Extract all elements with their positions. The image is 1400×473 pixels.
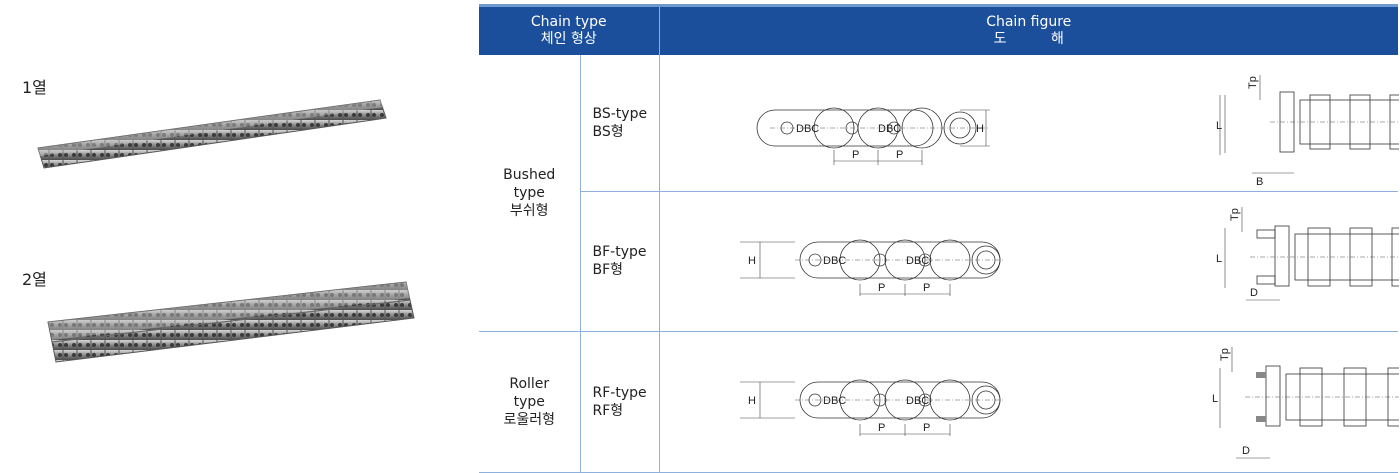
chain-photos xyxy=(37,99,415,363)
pitch-label: P xyxy=(878,422,885,434)
dbc-label: DBC xyxy=(906,255,929,267)
pitch-label: P xyxy=(923,422,930,434)
dbc-label: DBC xyxy=(906,395,929,407)
type-label-en: BF-type xyxy=(592,244,647,260)
length-label: L xyxy=(1212,393,1218,405)
type-label-ko: RF형 xyxy=(592,402,624,419)
rf-type-drawing: DBC DBC P P H xyxy=(739,346,1399,458)
chain-type-table: Chain type 체인 형상 Chain figure 도 해 Bushed… xyxy=(479,4,1399,473)
dbc-label: DBC xyxy=(823,255,846,267)
pitch-label: P xyxy=(878,282,885,294)
tp-label: Tp xyxy=(1229,208,1241,221)
bushed-type-group: Bushed type 부쉬형 xyxy=(479,55,581,332)
product-photo-panel: 1열 2열 xyxy=(0,0,478,472)
pitch-label: P xyxy=(852,149,859,161)
length-label: L xyxy=(1216,253,1222,265)
tp-label: Tp xyxy=(1247,76,1259,89)
table-row: BF-type BF형 DBC DBC xyxy=(479,191,1399,332)
type-label-en: RF-type xyxy=(592,384,647,401)
bf-type-drawing: DBC DBC P P H xyxy=(739,206,1399,300)
rf-type-cell: RF-type RF형 xyxy=(580,331,660,473)
dbc-label: DBC xyxy=(796,123,819,135)
type-label-ko: BF형 xyxy=(592,262,624,278)
type-label-en: BS-type xyxy=(592,105,648,122)
table-row: Roller type 로울러형 RF-type RF형 xyxy=(479,331,1399,473)
dbc-label: DBC xyxy=(823,395,846,407)
chain-type-header-en: Chain type xyxy=(530,14,607,30)
table-row: Bushed type 부쉬형 BS-type BS형 xyxy=(479,55,1399,332)
double-strand-label: 2열 xyxy=(22,270,47,289)
rf-top-view: Tp Tr L W D R xyxy=(1212,346,1399,458)
group-label-line: 부쉬형 xyxy=(509,202,549,219)
single-strand-label: 1열 xyxy=(22,78,47,97)
table-header-row: Chain type 체인 형상 Chain figure 도 해 xyxy=(479,4,1398,55)
bf-side-view: DBC DBC P P H xyxy=(739,239,1005,296)
bf-type-cell: BF-type BF형 xyxy=(580,191,660,332)
height-label: H xyxy=(748,255,756,267)
chain-figure-header-ko: 도 해 xyxy=(993,31,1064,47)
group-label-line: Roller xyxy=(509,375,550,392)
type-label-ko: BS형 xyxy=(592,123,624,140)
group-label-line: Bushed xyxy=(503,166,556,183)
b-label: B xyxy=(1256,176,1263,188)
d-label: D xyxy=(1242,445,1250,457)
height-label: H xyxy=(976,123,984,135)
group-label-line: type xyxy=(513,184,545,201)
rf-type-figure: DBC DBC P P H xyxy=(659,331,1399,473)
chain-type-header: Chain type 체인 형상 xyxy=(479,4,660,55)
double-strand-chain-photo xyxy=(47,281,415,363)
bs-type-drawing: DBC DBC P P H xyxy=(756,75,1399,188)
bs-type-figure: DBC DBC P P H xyxy=(659,55,1399,192)
bf-top-view: Tp Tr L W D B xyxy=(1216,206,1399,300)
bs-type-cell: BS-type BS형 xyxy=(580,55,660,192)
rf-side-view: DBC DBC P P H xyxy=(739,379,1005,436)
group-label-line: 로울러형 xyxy=(503,411,556,428)
chain-figure-header-en: Chain figure xyxy=(986,14,1072,30)
single-strand-chain-photo xyxy=(37,99,387,169)
pitch-label: P xyxy=(923,282,930,294)
pitch-label: P xyxy=(896,149,903,161)
height-label: H xyxy=(748,395,756,407)
chain-type-header-ko: 체인 형상 xyxy=(540,31,597,47)
group-label-line: type xyxy=(513,393,545,410)
roller-type-group: Roller type 로울러형 xyxy=(479,331,581,473)
bf-type-figure: DBC DBC P P H xyxy=(659,191,1399,332)
dbc-label: DBC xyxy=(878,123,901,135)
d-label: D xyxy=(1250,287,1258,299)
chain-figure-header: Chain figure 도 해 xyxy=(659,4,1398,55)
length-label: L xyxy=(1216,120,1222,132)
bs-side-view: DBC DBC P P H xyxy=(756,107,990,166)
tp-label: Tp xyxy=(1219,348,1231,361)
bs-top-view: Tp Tr L W B B xyxy=(1216,75,1399,188)
